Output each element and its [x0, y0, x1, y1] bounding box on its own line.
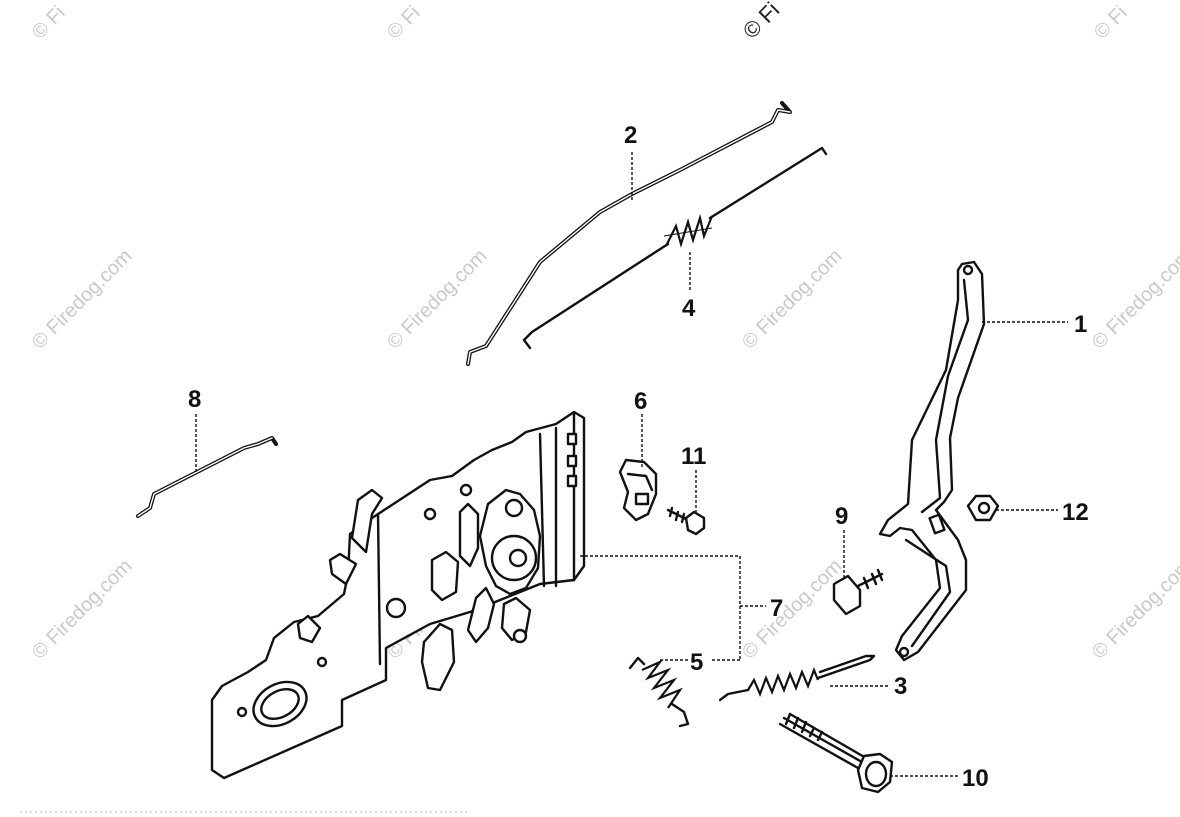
watermark-top-left: © Fi	[28, 2, 70, 44]
callout-8: 8	[188, 386, 201, 413]
callout-1: 1	[1074, 311, 1087, 338]
part-10-bolt	[778, 712, 894, 794]
part-6-bracket	[618, 458, 658, 522]
part-9-clip	[832, 568, 884, 616]
leader-lines	[195, 152, 1068, 777]
watermark-4: © Firedog.com	[1088, 245, 1180, 354]
callout-9: 9	[835, 503, 848, 530]
watermark-top-right: © Fi	[1090, 2, 1132, 44]
part-3-spring	[718, 654, 876, 702]
watermark-5: © Firedog.com	[28, 555, 137, 664]
callout-3: 3	[894, 673, 907, 700]
callout-10: 10	[962, 765, 989, 792]
part-11-bolt	[666, 506, 706, 536]
part-8-link-rod	[136, 436, 278, 518]
callout-labels: 1 2 3 4 5 6 7 8 9 10 11 12	[188, 122, 1089, 792]
part-12-nut	[966, 494, 1000, 522]
watermark-2: © Firedog.com	[383, 245, 492, 354]
leader-7	[580, 555, 741, 660]
part-5-spring	[628, 656, 690, 728]
part-7-control-plate	[210, 410, 586, 780]
watermark-3: © Firedog.com	[738, 245, 847, 354]
callout-7: 7	[770, 595, 783, 622]
part-4-spring-rod	[522, 146, 828, 350]
copyright-mark-top: © Fi	[738, 0, 784, 44]
callout-11: 11	[681, 443, 706, 470]
callout-5: 5	[690, 649, 703, 676]
part-4-coil	[663, 213, 714, 248]
watermark-top-center: © Fi	[383, 2, 425, 44]
callout-2: 2	[624, 122, 637, 149]
watermark-8: © Firedog.com	[1088, 555, 1180, 664]
watermarks: © Fi © Fi © Fi © Fi © Firedog.com © Fire…	[28, 0, 1180, 664]
callout-12: 12	[1062, 499, 1089, 526]
part-1-control-lever	[878, 260, 986, 662]
callout-6: 6	[634, 388, 647, 415]
watermark-1: © Firedog.com	[28, 245, 137, 354]
watermark-7: © Firedog.com	[738, 555, 847, 664]
callout-4: 4	[682, 295, 696, 322]
